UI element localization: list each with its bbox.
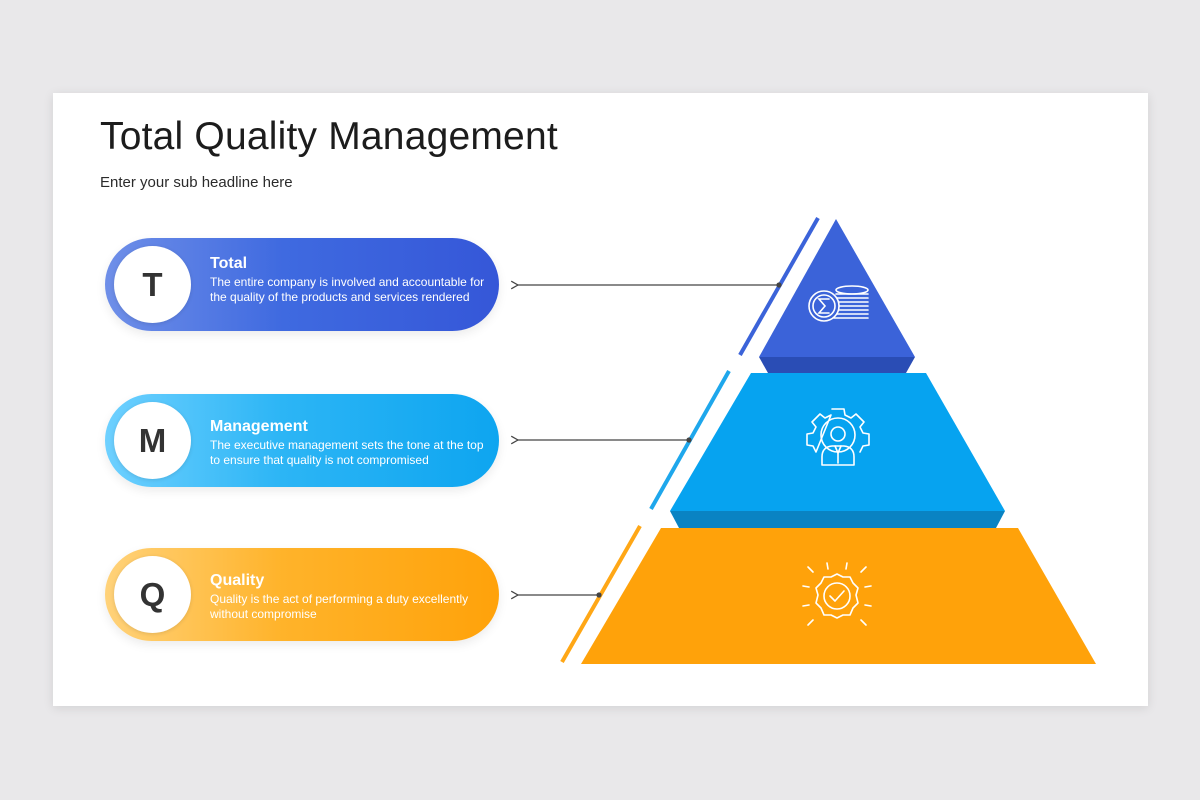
sigma-coins-icon: [808, 285, 869, 322]
pill-title-management: Management: [210, 418, 308, 435]
pill-quality: Q Quality Quality is the act of performi…: [105, 548, 499, 641]
page-title: Total Quality Management: [100, 115, 558, 158]
letter-circle-q: Q: [114, 556, 191, 633]
letter-circle-t: T: [114, 246, 191, 323]
page-subtitle: Enter your sub headline here: [100, 174, 293, 191]
pill-title-total: Total: [210, 255, 248, 272]
pyramid-tier-top: [759, 219, 915, 373]
connector-total: [517, 282, 782, 287]
pill-description-quality: Quality is the act of performing a duty …: [210, 592, 469, 621]
letter-circle-m: M: [114, 402, 191, 479]
pyramid-tier-middle: [670, 373, 1005, 528]
pill-description-total: The entire company is involved and accou…: [210, 275, 485, 304]
quality-badge-icon: [802, 562, 872, 626]
pill-total: T Total The entire company is involved a…: [105, 238, 499, 331]
slide: Total Quality Management Enter your sub …: [53, 93, 1148, 706]
connector-management: [517, 437, 692, 442]
connector-quality: [517, 592, 602, 597]
pill-title-quality: Quality: [210, 572, 265, 589]
pill-management: M Management The executive management se…: [105, 394, 499, 487]
pill-description-management: The executive management sets the tone a…: [210, 438, 484, 467]
pyramid-diagram: [53, 217, 1096, 664]
gear-person-icon: [806, 408, 870, 466]
